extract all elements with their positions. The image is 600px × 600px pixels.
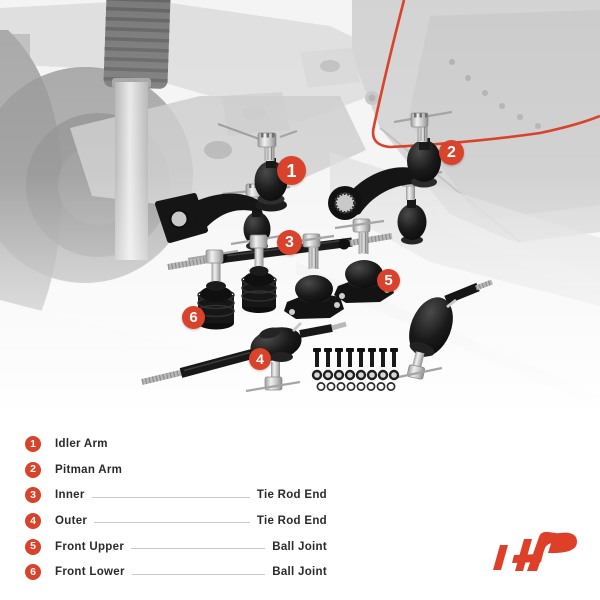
legend-detail: Ball Joint — [272, 540, 327, 553]
legend-detail: Tie Rod End — [256, 514, 327, 527]
legend-label: Front Upper — [55, 540, 125, 553]
brand-logo — [493, 531, 577, 571]
legend-badge-5: 5 — [25, 538, 41, 555]
background-photo — [0, 0, 600, 435]
callout-badge-3: 3 — [277, 230, 302, 255]
legend-badge-4: 4 — [25, 512, 41, 529]
legend-label: Pitman Arm — [55, 463, 123, 476]
legend-badge-2: 2 — [25, 461, 41, 478]
legend-badge-6: 6 — [25, 564, 41, 581]
hardware-washers — [316, 382, 396, 391]
pitman-arm — [328, 110, 453, 220]
outer-tie-rod-right — [393, 279, 493, 380]
legend-label: Idler Arm — [55, 437, 108, 450]
callout-badge-4: 4 — [249, 348, 271, 370]
hardware-bolts — [313, 348, 398, 367]
outer-tie-rod-left — [141, 321, 347, 393]
legend-row-front-upper: 5 Front Upper Ball Joint — [25, 534, 327, 560]
legend-label: Outer — [55, 514, 88, 527]
leader-line — [131, 548, 266, 550]
callout-badge-1: 1 — [277, 156, 306, 185]
legend-label: Inner — [55, 489, 85, 502]
legend-row-inner-tie-rod: 3 Inner Tie Rod End — [25, 482, 327, 508]
callout-badge-5: 5 — [377, 269, 400, 292]
legend-row-idler-arm: 1 Idler Arm — [25, 431, 327, 457]
parts-legend: 1 Idler Arm 2 Pitman Arm 3 Inner Tie Rod… — [25, 431, 327, 585]
callout-badge-2: 2 — [439, 140, 464, 165]
lower-ball-joints — [187, 234, 282, 330]
legend-badge-3: 3 — [25, 487, 41, 504]
legend-badge-1: 1 — [25, 435, 41, 452]
legend-label: Front Lower — [55, 566, 125, 579]
highlight-arc — [371, 0, 600, 149]
leader-line — [91, 496, 250, 498]
leader-line — [131, 573, 266, 575]
legend-detail: Ball Joint — [272, 566, 327, 579]
leader-line — [94, 522, 250, 524]
legend-row-outer-tie-rod: 4 Outer Tie Rod End — [25, 508, 327, 534]
hardware-nuts — [311, 369, 400, 381]
callout-badge-6: 6 — [182, 306, 205, 329]
legend-row-front-lower: 6 Front Lower Ball Joint — [25, 559, 327, 585]
legend-row-pitman-arm: 2 Pitman Arm — [25, 457, 327, 483]
legend-detail: Tie Rod End — [256, 489, 327, 502]
